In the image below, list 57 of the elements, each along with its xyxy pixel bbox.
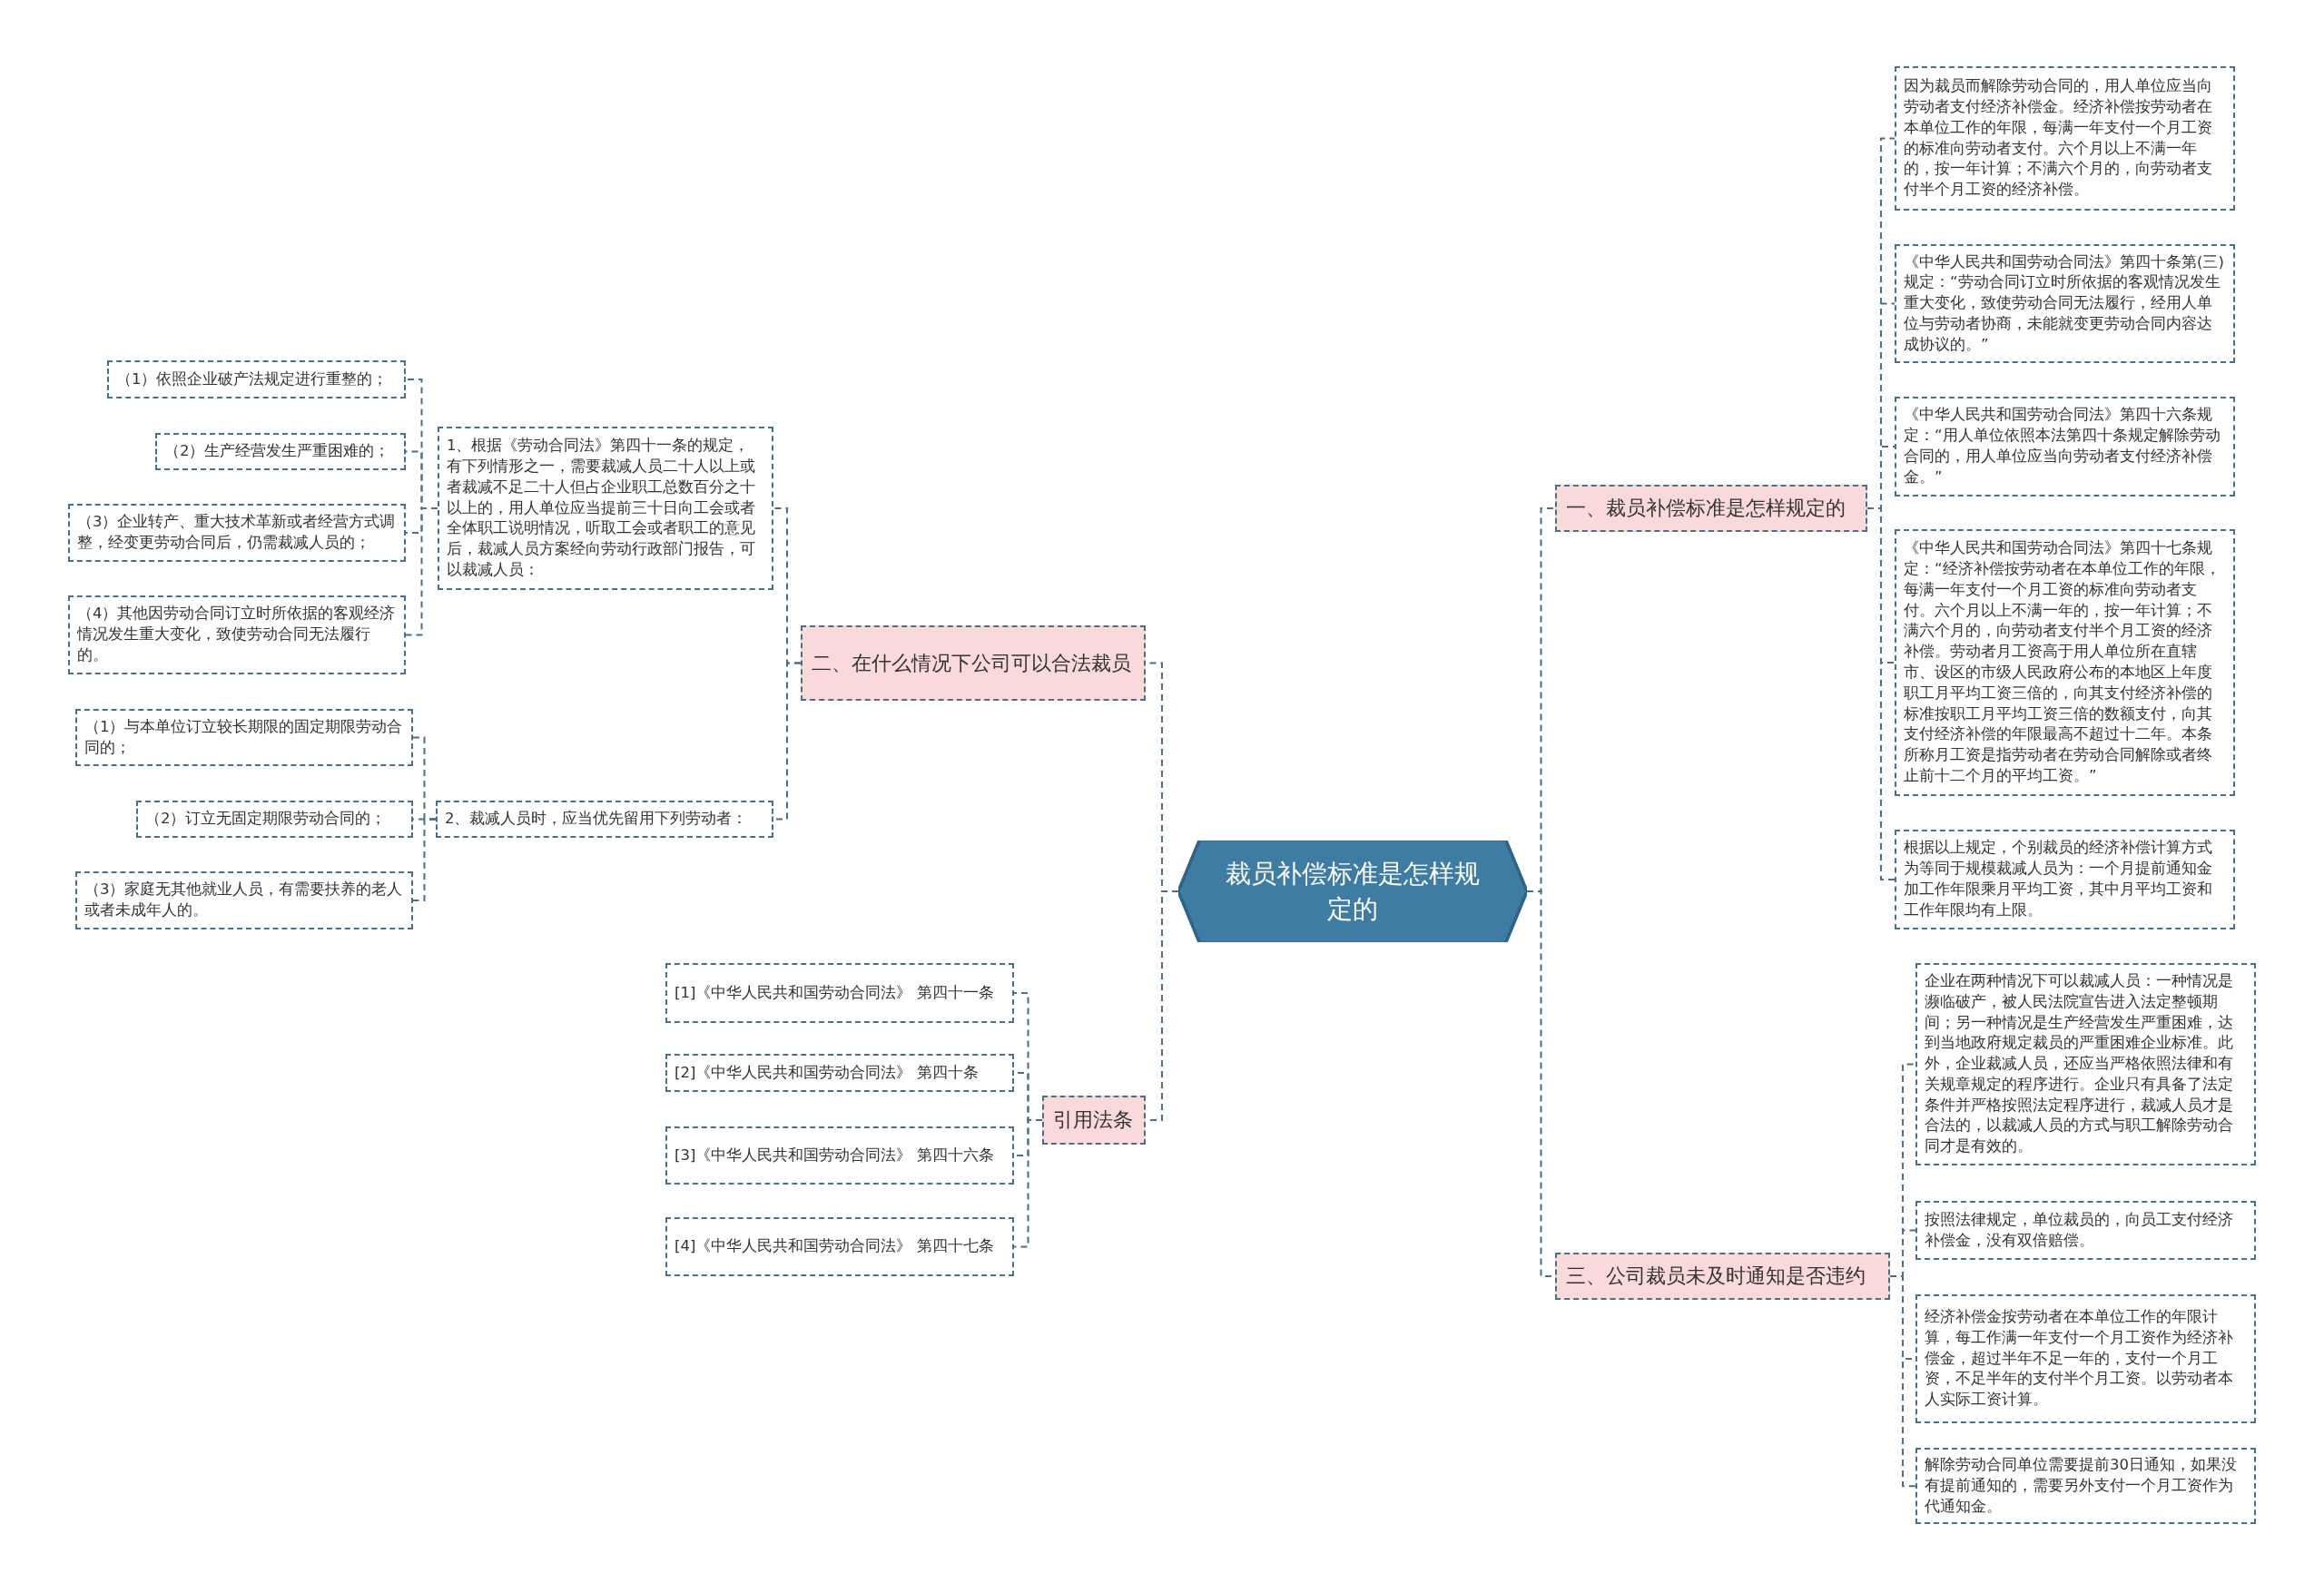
paragraph-text: 《中华人民共和国劳动合同法》第四十六条规定：“用人单位依照本法第四十条规定解除劳动合同的，用人单位应当向劳动者支付经济补偿金。” xyxy=(1904,405,2221,487)
paragraph-text: （3）家庭无其他就业人员，有需要扶养的老人或者未成年人的。 xyxy=(84,880,404,920)
paragraph-text: [3]《中华人民共和国劳动合同法》 第四十六条 xyxy=(675,1145,995,1165)
central-topic-hexagon xyxy=(1178,841,1527,942)
paragraph-text: （2）订立无固定期限劳动合同的； xyxy=(145,809,388,830)
topic-label: 裁员补偿标准是怎样规定的 xyxy=(1225,857,1481,926)
branch-topic-box xyxy=(1555,1253,1890,1300)
paragraph-text: [2]《中华人民共和国劳动合同法》 第四十条 xyxy=(675,1062,980,1083)
connector-line xyxy=(412,818,437,901)
content-box xyxy=(107,360,406,398)
content-box xyxy=(438,427,773,590)
paragraph-text: 1、根据《劳动合同法》第四十一条的规定，有下列情形之一，需要裁减人员二十人以上或者裁减不足二十人但占企业职工总数百分之十以上的，用人单位应当提前三十日向工会或者全体职工说明情况，听取工会或者职工的意见后，裁减人员方案经向劳动行政部门报告，可以裁减人员： xyxy=(447,436,756,580)
content-box xyxy=(155,433,406,470)
paragraph-text: 解除劳动合同单位需要提前30日通知，如果没有提前通知的，需要另外支付一个月工资作为代通知金。 xyxy=(1925,1455,2238,1517)
paragraph-text: 企业在两种情况下可以裁减人员：一种情况是濒临破产，被人民法院宣告进入法定整顿期间；另一种情况是生产经营发生严重困难，达到当地政府规定裁员的严重困难企业标准。此外，企业裁减人员，还应当严格依照法律和有关规章规定的程序进行。企业只有具备了法定条件并严格按照法定程序进行，裁减人员才是合法的，以裁减人员的方式与职工解除劳动合同才是有效的。 xyxy=(1925,971,2234,1157)
paragraph-text: 《中华人民共和国劳动合同法》第四十七条规定：“经济补偿按劳动者在本单位工作的年限，每满一年支付一个月工资的标准向劳动者支付。六个月以上不满一年的，按一年计算；不满六个月的，向劳动者支付半个月工资的经济补偿。劳动者月工资高于用人单位所在直辖市、设区的市级人民政府公布的本地区上年度职工月平均工资三倍的，向其支付经济补偿的标准按职工月平均工资三倍的数额支付，向其支付经济补偿的年限最高不超过十二年。本条所称月工资是指劳动者在劳动合同解除或者终止前十二个月的平均工资。” xyxy=(1904,538,2221,786)
paragraph-text: 2、裁减人员时，应当优先留用下列劳动者： xyxy=(445,809,749,830)
paragraph-text: （1）与本单位订立较长期限的固定期限劳动合同的； xyxy=(84,716,404,758)
paragraph-text: （4）其他因劳动合同订立时所依据的客观经济情况发生重大变化，致使劳动合同无法履行的。 xyxy=(77,604,397,665)
content-box xyxy=(665,963,1014,1023)
paragraph-text: （3）企业转产、重大技术革新或者经营方式调整，经变更劳动合同后，仍需裁减人员的； xyxy=(77,512,397,553)
content-box xyxy=(1895,244,2235,363)
connector-line xyxy=(1013,1119,1043,1248)
content-box xyxy=(1895,830,2235,929)
branch-topic-box xyxy=(1042,1096,1146,1145)
paragraph-text: （1）依照企业破产法规定进行重整的； xyxy=(116,369,389,389)
connector-line xyxy=(405,507,438,636)
paragraph-text: 《中华人民共和国劳动合同法》第四十条第(三)规定：“劳动合同订立时所依据的客观情况发生重大变化，致使劳动合同无法履行，经用人单位与劳动者协商，未能就变更劳动合同内容达成协议的。” xyxy=(1904,251,2225,355)
content-box xyxy=(1895,66,2235,211)
content-box xyxy=(665,1054,1014,1092)
paragraph-text: 按照法律规定，单位裁员的，向员工支付经济补偿金，没有双倍赔偿。 xyxy=(1925,1209,2234,1251)
content-box xyxy=(1915,963,2256,1165)
content-box xyxy=(75,871,413,929)
content-box xyxy=(665,1217,1014,1276)
paragraph-text: 根据以上规定，个别裁员的经济补偿计算方式为等同于规模裁减人员为：一个月提前通知金加工作年限乘月平均工资，其中月平均工资和工作年限均有上限。 xyxy=(1904,838,2213,920)
paragraph-text: [1]《中华人民共和国劳动合同法》 第四十一条 xyxy=(675,982,995,1003)
content-box xyxy=(75,709,413,766)
topic-label: 一、裁员补偿标准是怎样规定的 xyxy=(1566,496,1846,522)
content-box xyxy=(1915,1201,2256,1260)
content-box xyxy=(68,504,406,562)
paragraph-text: 因为裁员而解除劳动合同的，用人单位应当向劳动者支付经济补偿金。经济补偿按劳动者在本单位工作的年限，每满一年支付一个月工资的标准向劳动者支付。六个月以上不满一年的，按一年计算；不满六个月的，向劳动者支付半个月工资的经济补偿。 xyxy=(1904,76,2213,201)
content-box xyxy=(1915,1294,2256,1423)
branch-topic-box xyxy=(801,625,1146,701)
content-box xyxy=(136,801,413,838)
content-box xyxy=(68,595,406,674)
content-box xyxy=(1915,1448,2256,1525)
content-box xyxy=(665,1126,1014,1185)
paragraph-text: （2）生产经营发生严重困难的； xyxy=(164,441,391,462)
topic-label: 二、在什么情况下公司可以合法裁员 xyxy=(812,650,1132,676)
paragraph-text: 经济补偿金按劳动者在本单位工作的年限计算，每工作满一年支付一个月工资作为经济补偿金，超过半年不足一年的，支付一个月工资，不足半年的支付半个月工资。以劳动者本人实际工资计算。 xyxy=(1925,1307,2234,1411)
content-box xyxy=(1895,397,2235,497)
topic-label: 引用法条 xyxy=(1053,1107,1134,1134)
connector-line xyxy=(1889,1275,1916,1488)
content-box xyxy=(436,801,773,838)
paragraph-text: [4]《中华人民共和国劳动合同法》 第四十七条 xyxy=(675,1236,995,1257)
branch-topic-box xyxy=(1555,485,1867,532)
topic-label: 三、公司裁员未及时通知是否违约 xyxy=(1566,1264,1866,1290)
